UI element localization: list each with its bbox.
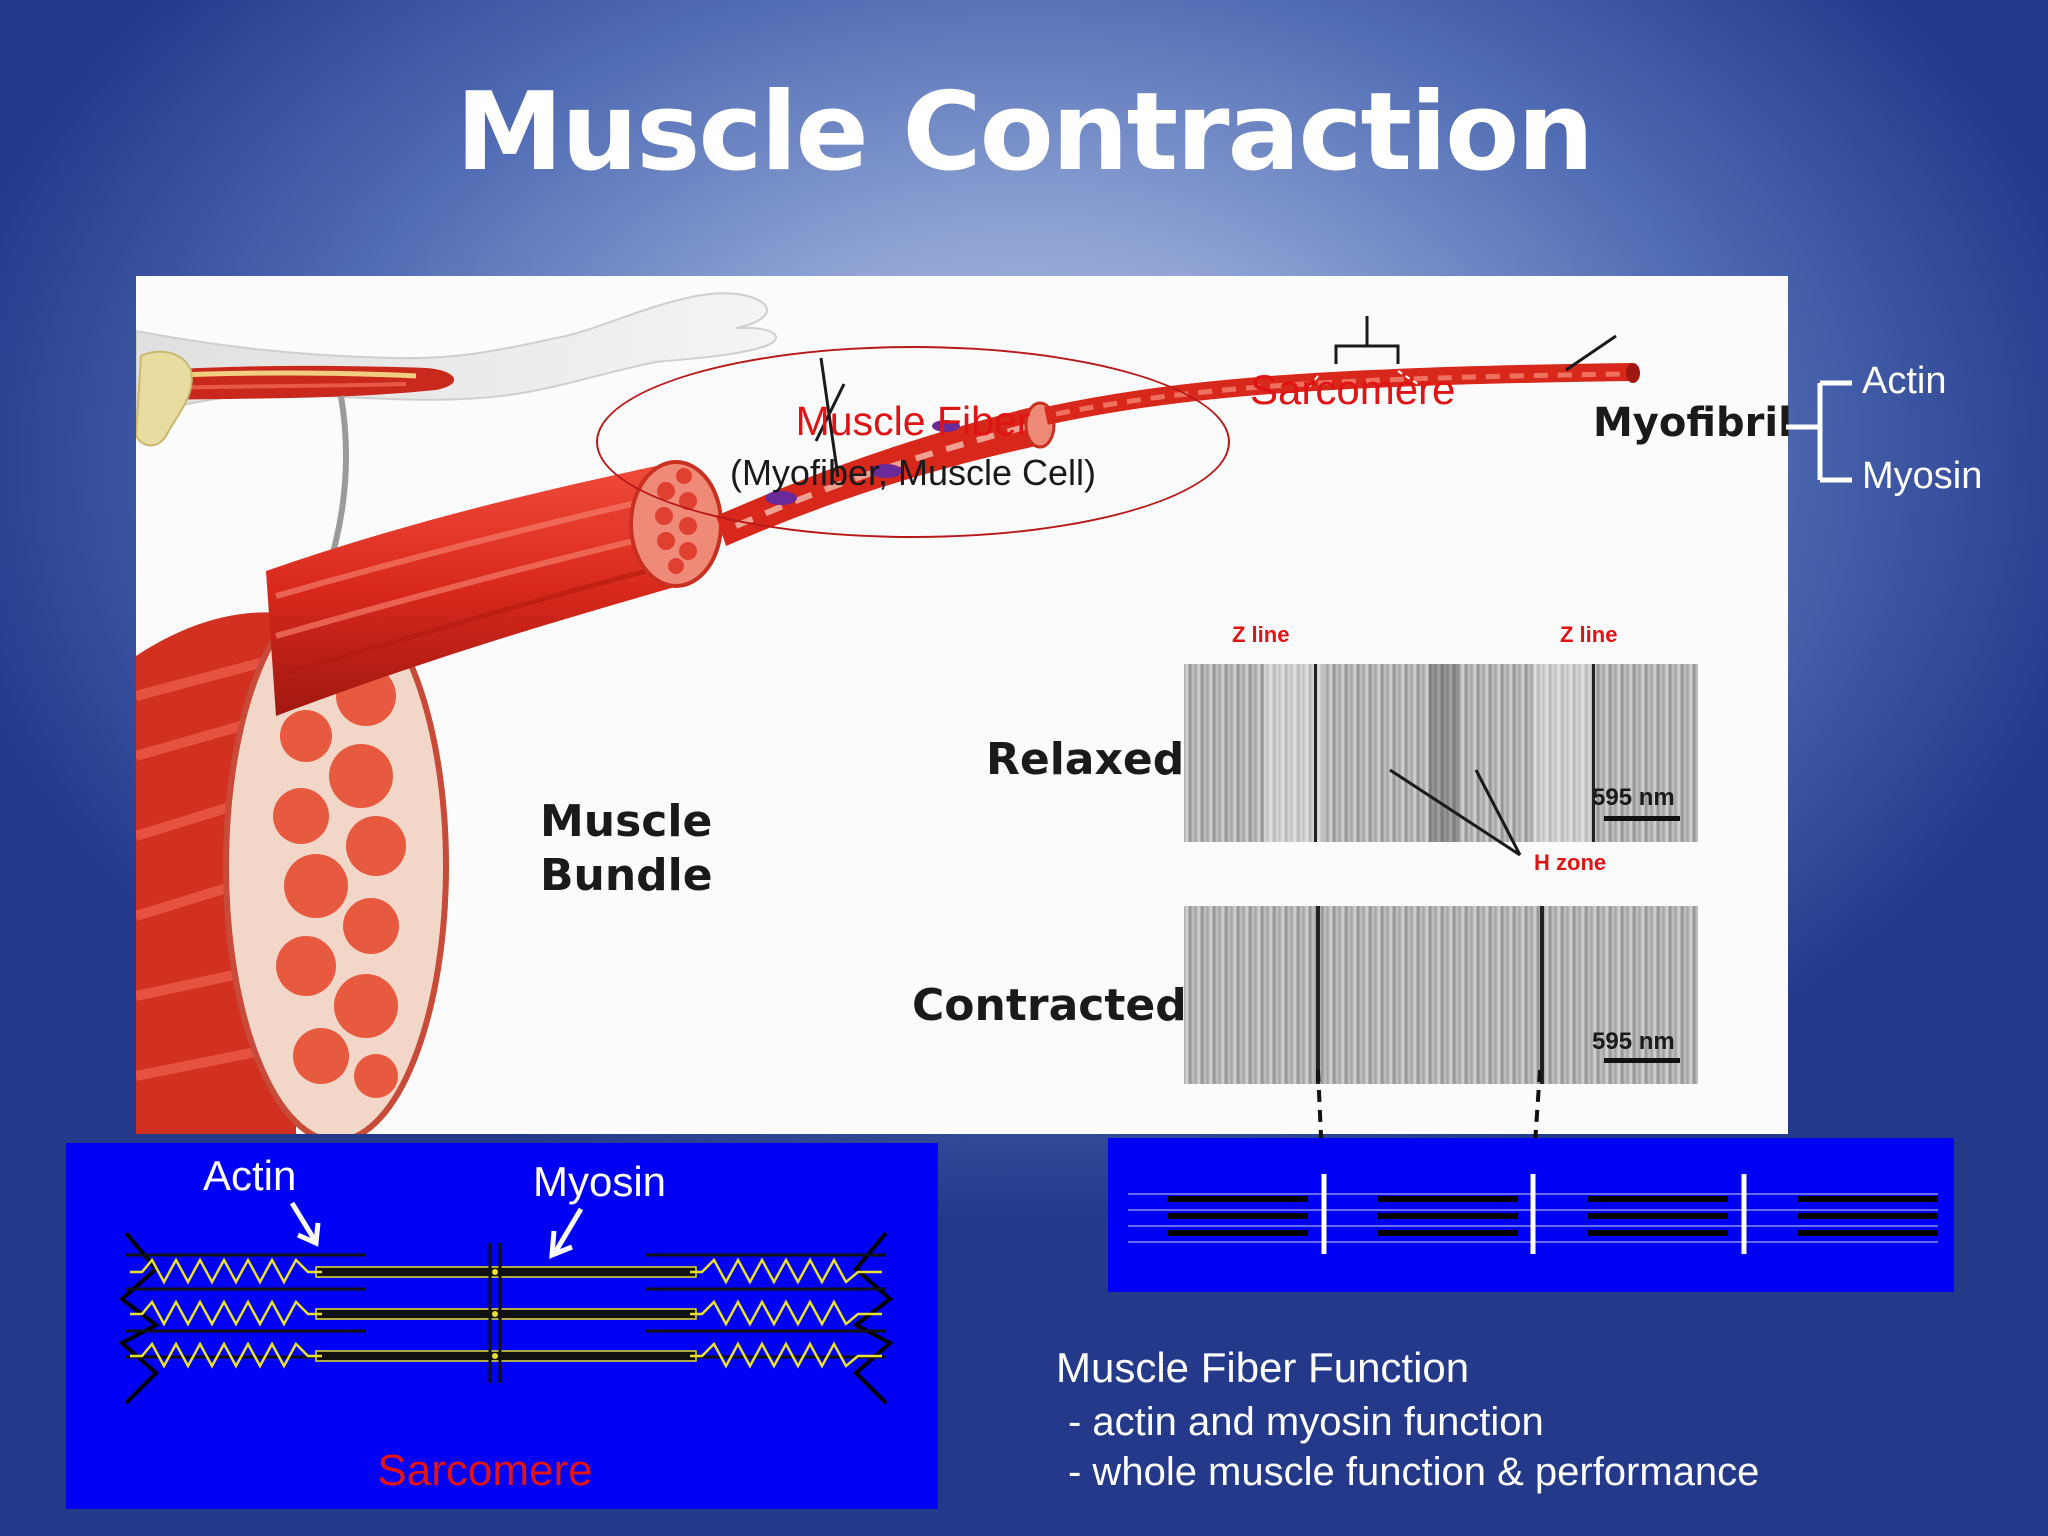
actin-myosin-bracket: [1786, 380, 1852, 483]
relaxed-scale-label: 595 nm: [1592, 784, 1675, 811]
bracket-actin-label: Actin: [1862, 360, 1947, 402]
sarcomere-myosin-label: Myosin: [533, 1158, 667, 1205]
relaxed-z-line-right: [1592, 664, 1595, 842]
muscle-fiber-callout: [596, 346, 1230, 538]
function-item-2: - whole muscle function & performance: [1068, 1450, 1760, 1494]
relaxed-i-band-right: [1534, 664, 1594, 842]
relaxed-label: Relaxed: [986, 734, 1185, 785]
h-zone-label: H zone: [1534, 850, 1607, 875]
sarcomere-top-label: Sarcomere: [1250, 366, 1456, 413]
muscle-fiber-label: Muscle Fiber: [795, 398, 1031, 444]
micrograph-connectors: [1316, 1070, 1542, 1159]
function-heading: Muscle Fiber Function: [1056, 1344, 1470, 1391]
sarcomere-schematic: [118, 1201, 894, 1405]
contracted-micrograph: 595 nm: [1184, 906, 1698, 1084]
relaxed-scale-bar: [1604, 816, 1680, 821]
muscle-bundle-label-line2: Bundle: [540, 850, 713, 901]
muscle-cross-section: [136, 588, 449, 1134]
contracted-z-line-left: [1316, 906, 1320, 1084]
sarcomere-caption: Sarcomere: [377, 1446, 593, 1495]
contracted-scale-label: 595 nm: [1592, 1028, 1675, 1055]
contracted-scale-bar: [1604, 1058, 1680, 1063]
muscle-bundle-label-line1: Muscle: [540, 796, 713, 847]
bracket-myosin-label: Myosin: [1862, 455, 1983, 497]
slide-title: Muscle Contraction: [455, 70, 1594, 195]
z-line-right-label: Z line: [1560, 622, 1618, 647]
relaxed-z-line-left: [1314, 664, 1317, 842]
contracted-label: Contracted: [912, 980, 1187, 1031]
function-item-1: - actin and myosin function: [1068, 1400, 1544, 1444]
z-line-left-label: Z line: [1232, 622, 1290, 647]
myofibril-label: Myofibril: [1593, 400, 1792, 446]
h-zone-leaders: [1389, 768, 1522, 857]
repeating-sarcomeres-schematic: [1128, 1174, 1938, 1254]
sarcomere-schematic-box: [66, 1143, 938, 1509]
contracted-z-line-right: [1540, 906, 1544, 1084]
muscle-fiber-sublabel: (Myofiber, Muscle Cell): [729, 452, 1097, 493]
muscle-fascicle: [266, 460, 723, 716]
sarcomere-actin-label: Actin: [203, 1152, 297, 1199]
relaxed-micrograph: 595 nm: [1184, 664, 1698, 842]
